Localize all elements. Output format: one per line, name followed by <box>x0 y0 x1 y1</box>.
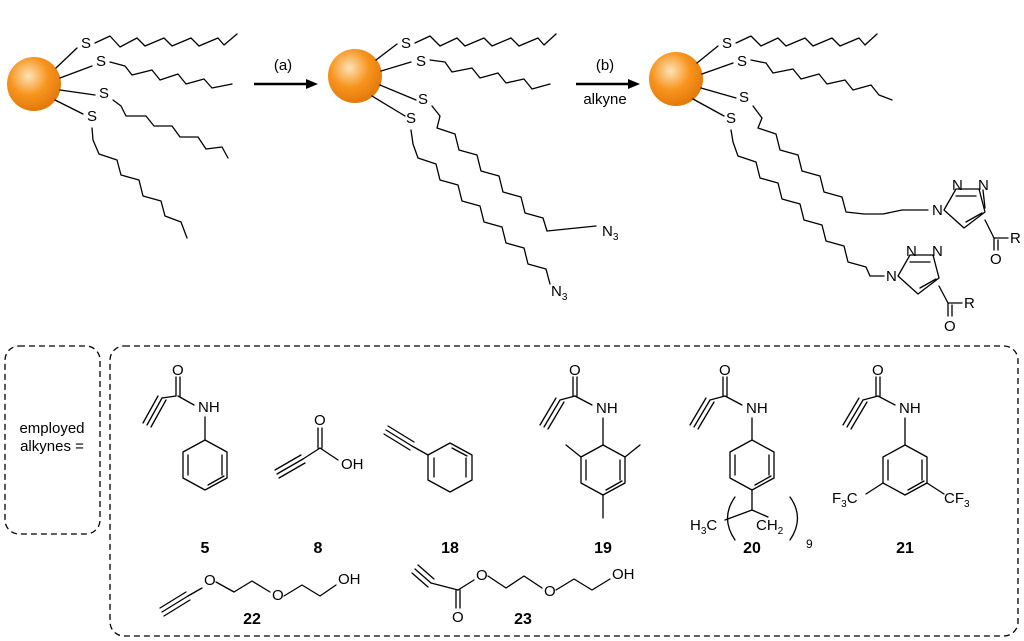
ether-oxygen: O <box>204 572 216 589</box>
sulfur-atom: S <box>726 110 736 127</box>
compound-number: 18 <box>441 540 459 557</box>
employed-alkynes-line2: alkynes = <box>20 438 84 455</box>
sulfur-atom: S <box>739 89 749 106</box>
compound-number: 23 <box>514 611 532 628</box>
compound-number: 20 <box>743 540 761 557</box>
sulfur-atom: S <box>99 85 109 102</box>
oxygen-atom: O <box>872 362 884 379</box>
nh-group: NH <box>899 400 921 417</box>
nanoparticle-triazole: S S S S N N N R O N N N R O <box>649 33 1021 335</box>
compound-23: O O O OH 23 <box>411 564 635 628</box>
alkyne-structures-box <box>109 345 1019 637</box>
sulfur-atom: S <box>401 35 411 52</box>
carbonyl-oxygen: O <box>452 609 464 626</box>
r-group: R <box>964 295 975 312</box>
nanoparticle-3 <box>649 52 703 106</box>
nh-group: NH <box>746 400 768 417</box>
arrow-b: (b) alkyne <box>576 57 640 108</box>
triazole-nitrogen: N <box>978 177 989 194</box>
methyl-end: H3C <box>690 517 717 537</box>
azide-group: N3 <box>551 283 568 303</box>
hydroxyl-group: OH <box>341 456 364 473</box>
arrow-a: (a) <box>254 57 318 89</box>
compound-number: 8 <box>314 540 323 557</box>
compound-5: O NH 5 <box>142 362 228 557</box>
compound-8: O OH 8 <box>274 412 364 557</box>
repeat-count: 9 <box>806 537 813 551</box>
oxygen-atom: O <box>314 412 326 429</box>
carbonyl-oxygen: O <box>944 318 956 335</box>
compound-21: O NH F3C CF3 21 <box>832 362 970 557</box>
compound-number: 21 <box>896 540 914 557</box>
compound-19: O NH 19 <box>539 362 641 557</box>
nanoparticle-2 <box>328 49 382 103</box>
r-group: R <box>1010 230 1021 247</box>
employed-alkynes-line1: employed <box>19 420 84 437</box>
sulfur-atom: S <box>87 108 97 125</box>
compound-22: O O OH 22 <box>159 571 361 628</box>
ether-oxygen: O <box>544 583 556 600</box>
sulfur-atom: S <box>406 110 416 127</box>
compound-number: 5 <box>201 540 210 557</box>
oxygen-atom: O <box>172 362 184 379</box>
compound-number: 22 <box>243 611 261 628</box>
azide-group: N3 <box>602 223 619 243</box>
step-a-label: (a) <box>274 57 292 74</box>
hydroxyl-group: OH <box>612 566 635 583</box>
triazole-nitrogen: N <box>886 268 897 285</box>
ether-oxygen: O <box>272 587 284 604</box>
methylene-unit: CH2 <box>756 517 784 537</box>
nh-group: NH <box>198 399 220 416</box>
trifluoromethyl-group: F3C <box>832 490 858 510</box>
trifluoromethyl-group: CF3 <box>944 490 970 510</box>
nanoparticle-octanethiol: S S S S <box>7 33 238 239</box>
hydroxyl-group: OH <box>338 571 361 588</box>
nanoparticle-1 <box>7 57 61 111</box>
oxygen-atom: O <box>569 362 581 379</box>
step-b-label: (b) <box>596 57 614 74</box>
employed-alkynes-label-box <box>4 345 101 535</box>
triazole-nitrogen: N <box>952 177 963 194</box>
nanoparticle-azide: S S S S N3 N3 <box>328 33 619 303</box>
compound-18: 18 <box>383 425 473 557</box>
step-b-reagent: alkyne <box>583 91 626 108</box>
nh-group: NH <box>596 400 618 417</box>
compound-number: 19 <box>594 540 612 557</box>
sulfur-atom: S <box>96 53 106 70</box>
sulfur-atom: S <box>81 35 91 52</box>
carbonyl-oxygen: O <box>990 251 1002 268</box>
sulfur-atom: S <box>418 91 428 108</box>
sulfur-atom: S <box>722 35 732 52</box>
ester-oxygen: O <box>476 567 488 584</box>
sulfur-atom: S <box>737 53 747 70</box>
triazole-nitrogen: N <box>932 202 943 219</box>
oxygen-atom: O <box>719 362 731 379</box>
sulfur-atom: S <box>416 53 426 70</box>
compound-20: O NH H3C CH2 9 20 <box>689 362 813 557</box>
triazole-nitrogen: N <box>932 243 943 260</box>
triazole-nitrogen: N <box>906 243 917 260</box>
